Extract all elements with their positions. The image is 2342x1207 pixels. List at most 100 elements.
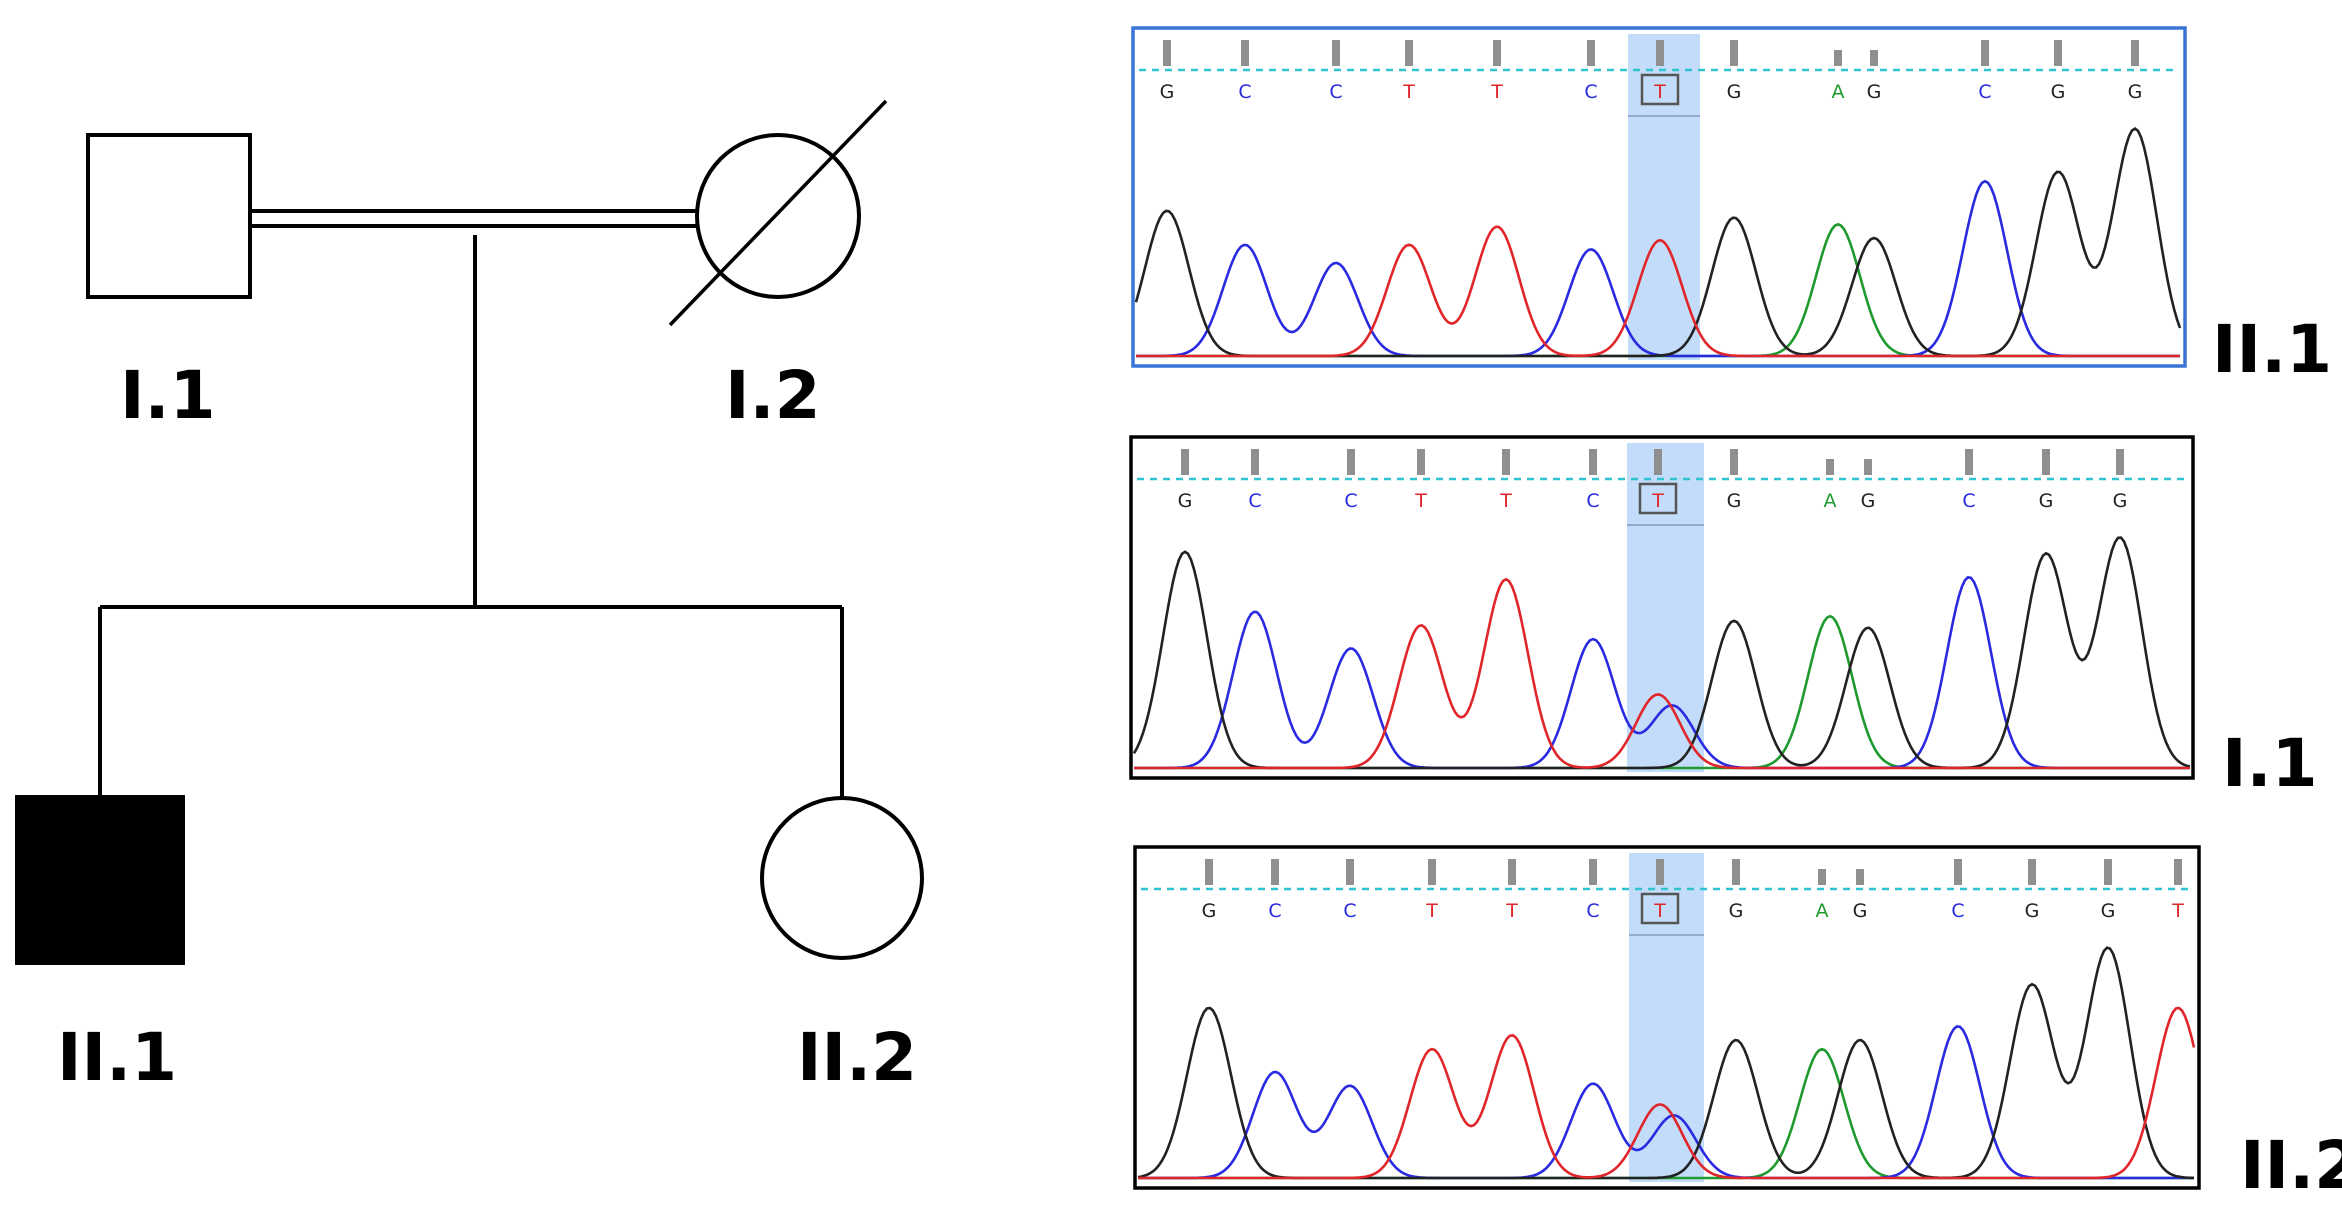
base-call-G: G [2039,490,2054,512]
quality-bar [1181,449,1189,475]
pedigree-label-II.1: II.1 [57,1019,177,1096]
quality-bar [1656,40,1664,66]
quality-bar [1732,859,1740,885]
chromatogram-label-II.2: II.2 [2240,1127,2342,1204]
base-call-C: C [1329,81,1342,103]
base-call-A: A [1824,490,1837,512]
quality-bar [1346,859,1354,885]
quality-bar [1508,859,1516,885]
base-call-C: C [1962,490,1975,512]
base-call-C: C [1584,81,1597,103]
quality-bar [2131,40,2139,66]
quality-bar [2174,859,2182,885]
base-call-C: C [1586,900,1599,922]
base-call-T: T [1490,81,1503,103]
quality-bar [1981,40,1989,66]
base-call-T: T [1653,81,1666,103]
quality-bar [1163,40,1171,66]
quality-bar [1502,449,1510,475]
quality-bar [1428,859,1436,885]
variant-base-box [1640,892,1680,925]
base-call-T: T [1499,490,1512,512]
chromatogram-label-I.1: I.1 [2222,725,2318,802]
quality-bar [1417,449,1425,475]
quality-bar [1656,859,1664,885]
pedigree-individual-II.2-circle [760,796,924,960]
base-call-T: T [1414,490,1427,512]
trace-C [1138,1025,2194,1180]
base-call-G: G [2051,81,2066,103]
quality-bar [1347,449,1355,475]
pedigree-label-II.2: II.2 [797,1019,917,1096]
base-call-C: C [1586,490,1599,512]
base-call-G: G [2128,81,2143,103]
pedigree-individual-I.1-square [86,133,252,299]
base-call-C: C [1978,81,1991,103]
trace-T [1138,1006,2196,1180]
quality-bar [1241,40,1249,66]
variant-base-box [1638,482,1678,515]
quality-bar [2104,859,2112,885]
quality-bar [1730,40,1738,66]
base-call-C: C [1344,490,1357,512]
base-call-T: T [1653,900,1666,922]
quality-bar [1589,859,1597,885]
base-call-C: C [1248,490,1261,512]
base-call-G: G [1729,900,1744,922]
trace-C [1134,575,2190,770]
quality-bar [2116,449,2124,475]
variant-base-box [1640,73,1680,106]
quality-bar [1965,449,1973,475]
base-call-G: G [1853,900,1868,922]
base-call-T: T [1505,900,1518,922]
quality-bar [1587,40,1595,66]
quality-bar [1730,449,1738,475]
base-call-C: C [1238,81,1251,103]
quality-bar [1864,459,1872,475]
deceased-slash [668,99,888,327]
base-call-G: G [1727,490,1742,512]
quality-bar [1954,859,1962,885]
quality-bar [1205,859,1213,885]
quality-bar [1856,869,1864,885]
quality-bar [1405,40,1413,66]
base-call-G: G [1178,490,1193,512]
base-call-A: A [1832,81,1845,103]
base-call-A: A [1816,900,1829,922]
base-call-C: C [1343,900,1356,922]
base-call-G: G [1861,490,1876,512]
base-call-C: C [1951,900,1964,922]
quality-bar [1818,869,1826,885]
quality-bar [2054,40,2062,66]
pedigree-label-I.2: I.2 [725,357,821,434]
variant-highlight-band [1627,443,1704,772]
quality-bar [1251,449,1259,475]
quality-bar [1332,40,1340,66]
quality-bar [2042,449,2050,475]
base-call-G: G [1867,81,1882,103]
trace-T [1134,577,2190,770]
quality-bar [1589,449,1597,475]
base-call-G: G [1727,81,1742,103]
base-call-G: G [2113,490,2128,512]
quality-bar [2028,859,2036,885]
base-call-G: G [2101,900,2116,922]
base-call-T: T [1402,81,1415,103]
quality-bar [1870,50,1878,66]
pedigree-individual-II.1-square-affected [15,795,185,965]
base-call-G: G [1202,900,1217,922]
quality-bar [1654,449,1662,475]
pedigree-chart: I.1 I.2 II.1 II.2 [15,99,924,1096]
base-call-G: G [2025,900,2040,922]
quality-bar [1493,40,1501,66]
chromatogram-label-II.1: II.1 [2212,311,2332,388]
pedigree-label-I.1: I.1 [120,357,216,434]
base-call-T: T [1425,900,1438,922]
base-call-T: T [1651,490,1664,512]
quality-bar [1271,859,1279,885]
